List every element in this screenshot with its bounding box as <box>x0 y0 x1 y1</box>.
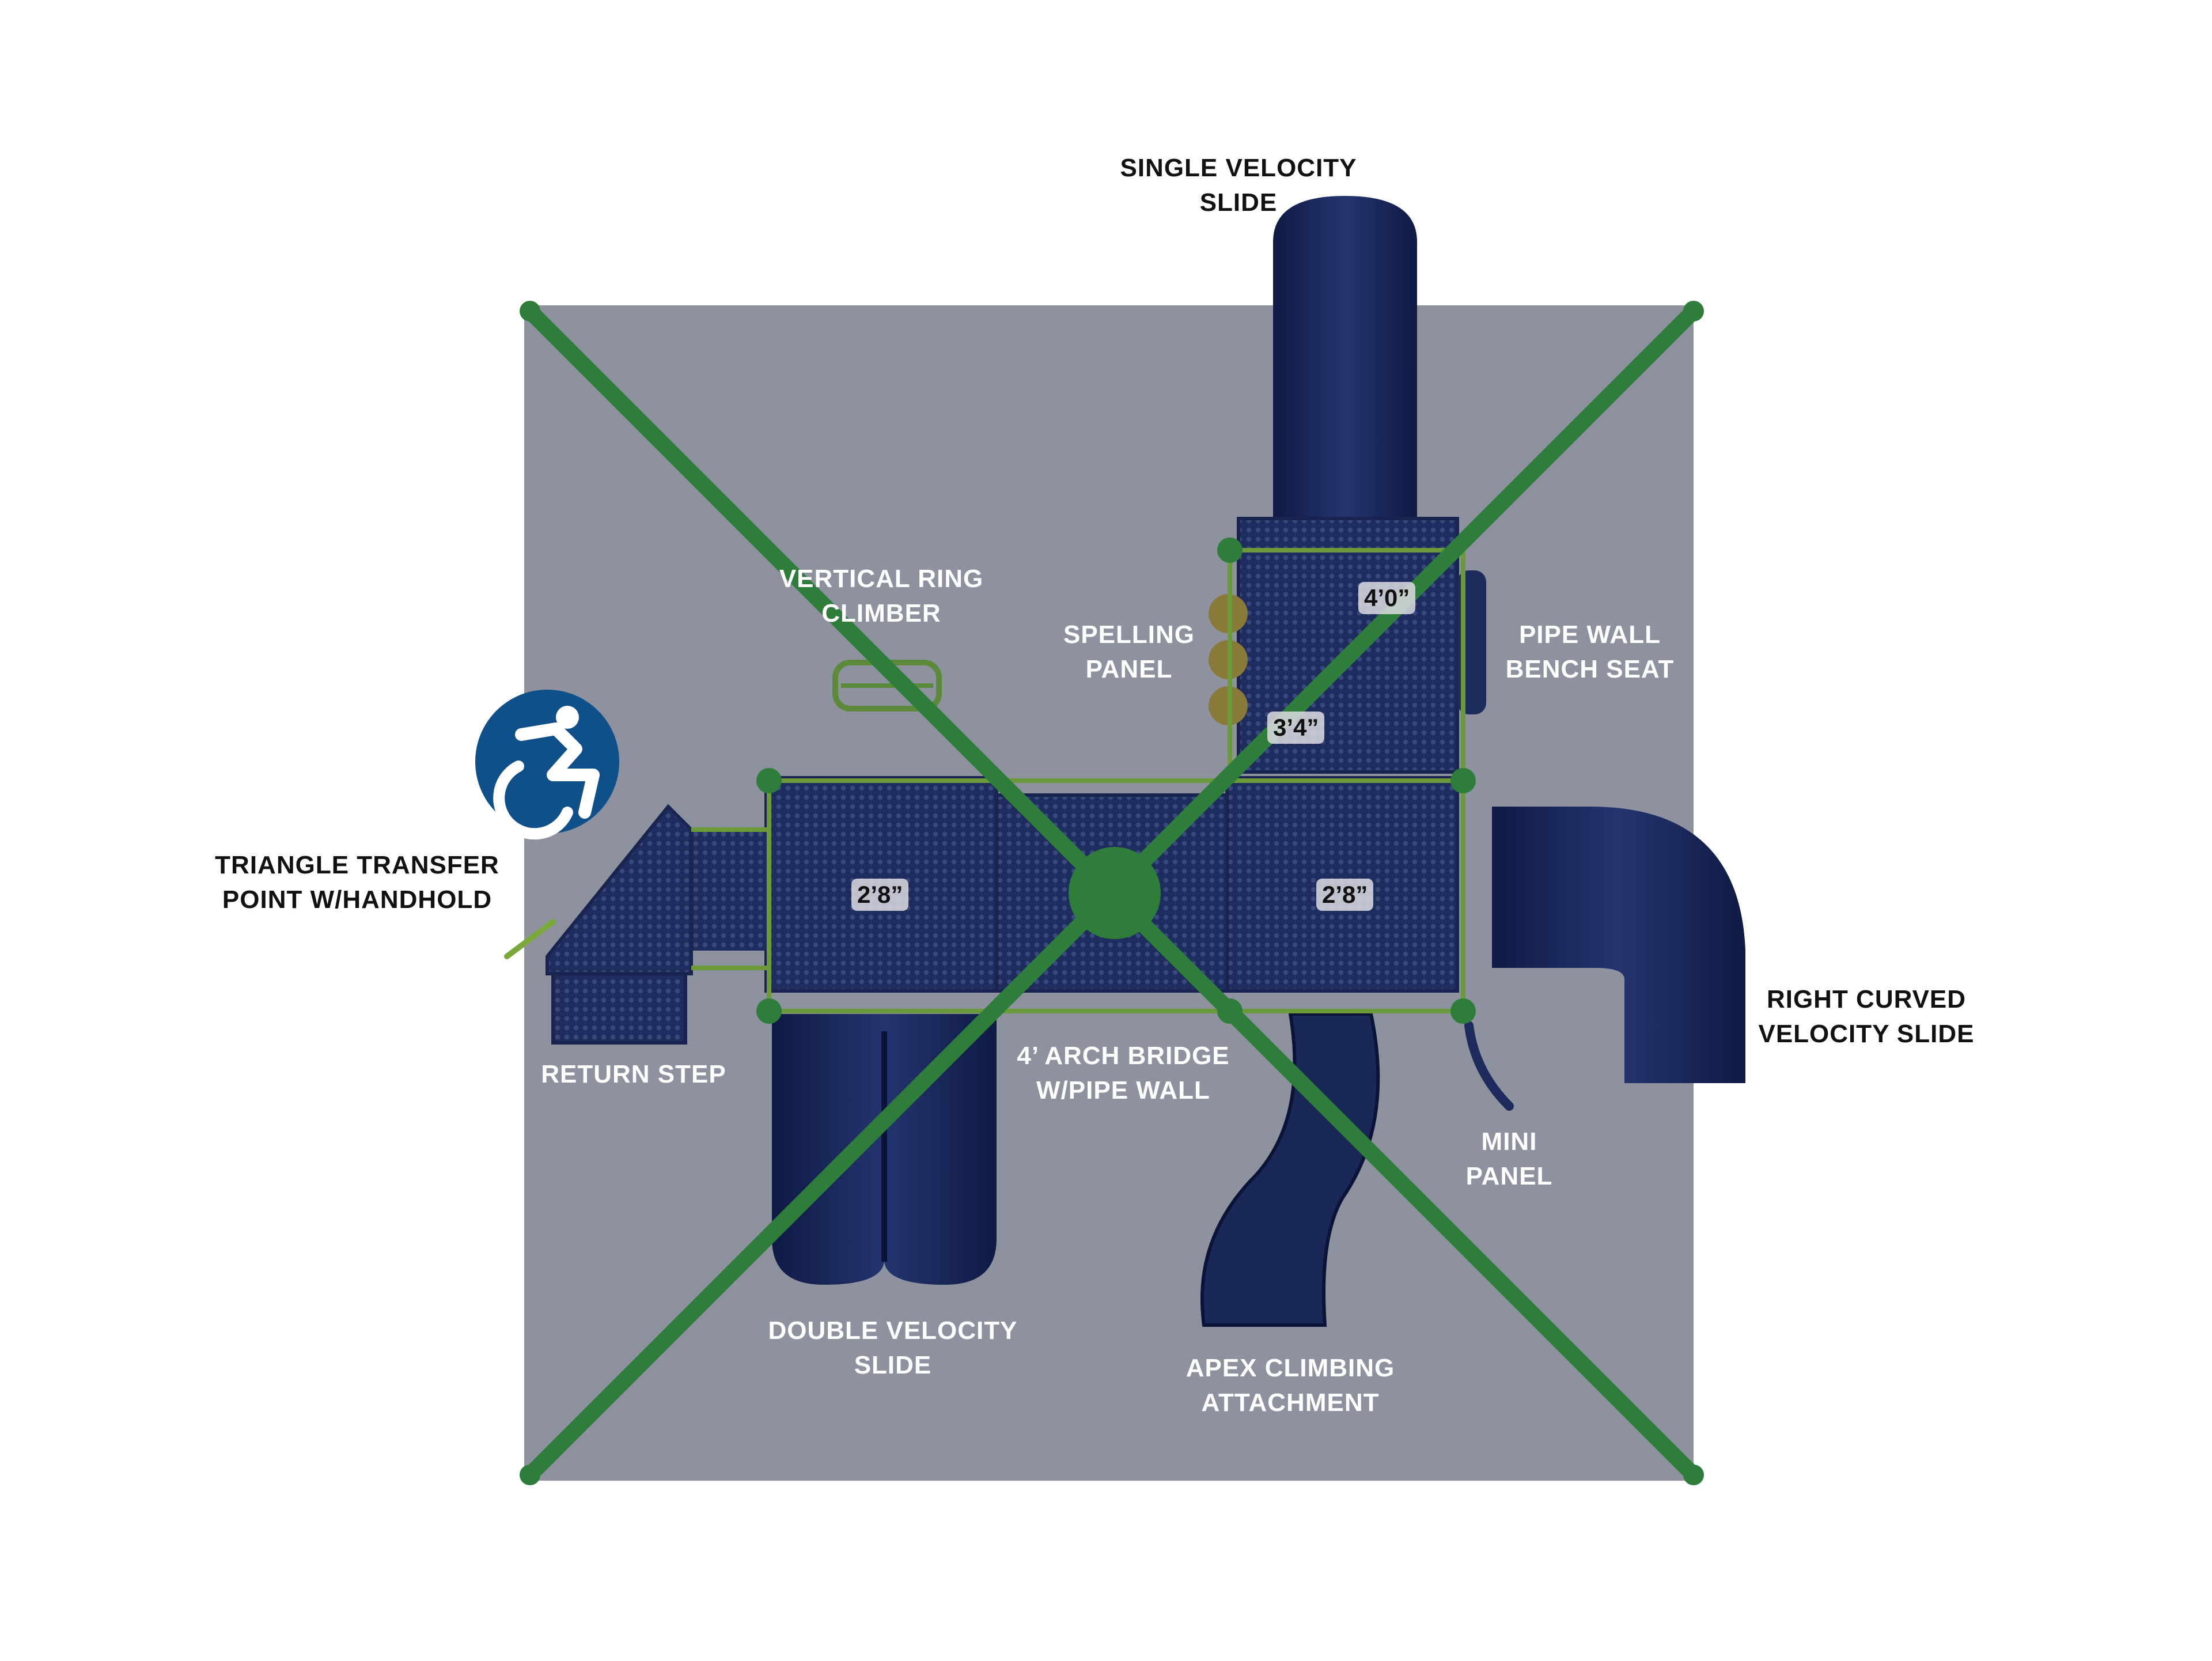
apex-climbing-attachment <box>1200 1012 1380 1327</box>
deck-height-top: 4’0” <box>1358 582 1416 614</box>
deck-height-left: 2’8” <box>851 879 909 911</box>
label-triangle-transfer-point: TRIANGLE TRANSFER POINT W/HANDHOLD <box>215 851 499 914</box>
canopy-hub <box>1069 847 1161 939</box>
label-arch-bridge: 4’ ARCH BRIDGE W/PIPE WALL <box>1017 1042 1230 1104</box>
deck-height-right: 2’8” <box>1316 879 1374 911</box>
right-curved-velocity-slide <box>1492 807 1745 1083</box>
label-single-velocity-slide: SINGLE VELOCITY SLIDE <box>1120 154 1357 217</box>
mini-panel <box>1464 1021 1514 1111</box>
label-spelling-panel: SPELLING PANEL <box>1063 620 1195 683</box>
label-apex-climbing-attachment: APEX CLIMBING ATTACHMENT <box>1185 1354 1395 1417</box>
label-double-velocity-slide: DOUBLE VELOCITY SLIDE <box>768 1316 1018 1379</box>
label-pipe-wall-bench-seat: PIPE WALL BENCH SEAT <box>1505 620 1675 683</box>
label-vertical-ring-climber: VERTICAL RING CLIMBER <box>779 565 984 627</box>
handhold <box>504 919 556 959</box>
deck-height-step: 3’4” <box>1267 712 1325 744</box>
return-step <box>551 972 687 1045</box>
wheelchair-accessibility-icon <box>475 690 619 840</box>
single-velocity-slide <box>1273 196 1417 519</box>
canopy-corners <box>520 301 1704 1485</box>
label-mini-panel: MINI PANEL <box>1465 1127 1553 1190</box>
transfer-walkway <box>688 830 769 951</box>
label-right-curved-velocity-slide: RIGHT CURVED VELOCITY SLIDE <box>1758 985 1975 1048</box>
triangle-transfer-point <box>546 804 693 975</box>
label-return-step: RETURN STEP <box>541 1060 726 1088</box>
